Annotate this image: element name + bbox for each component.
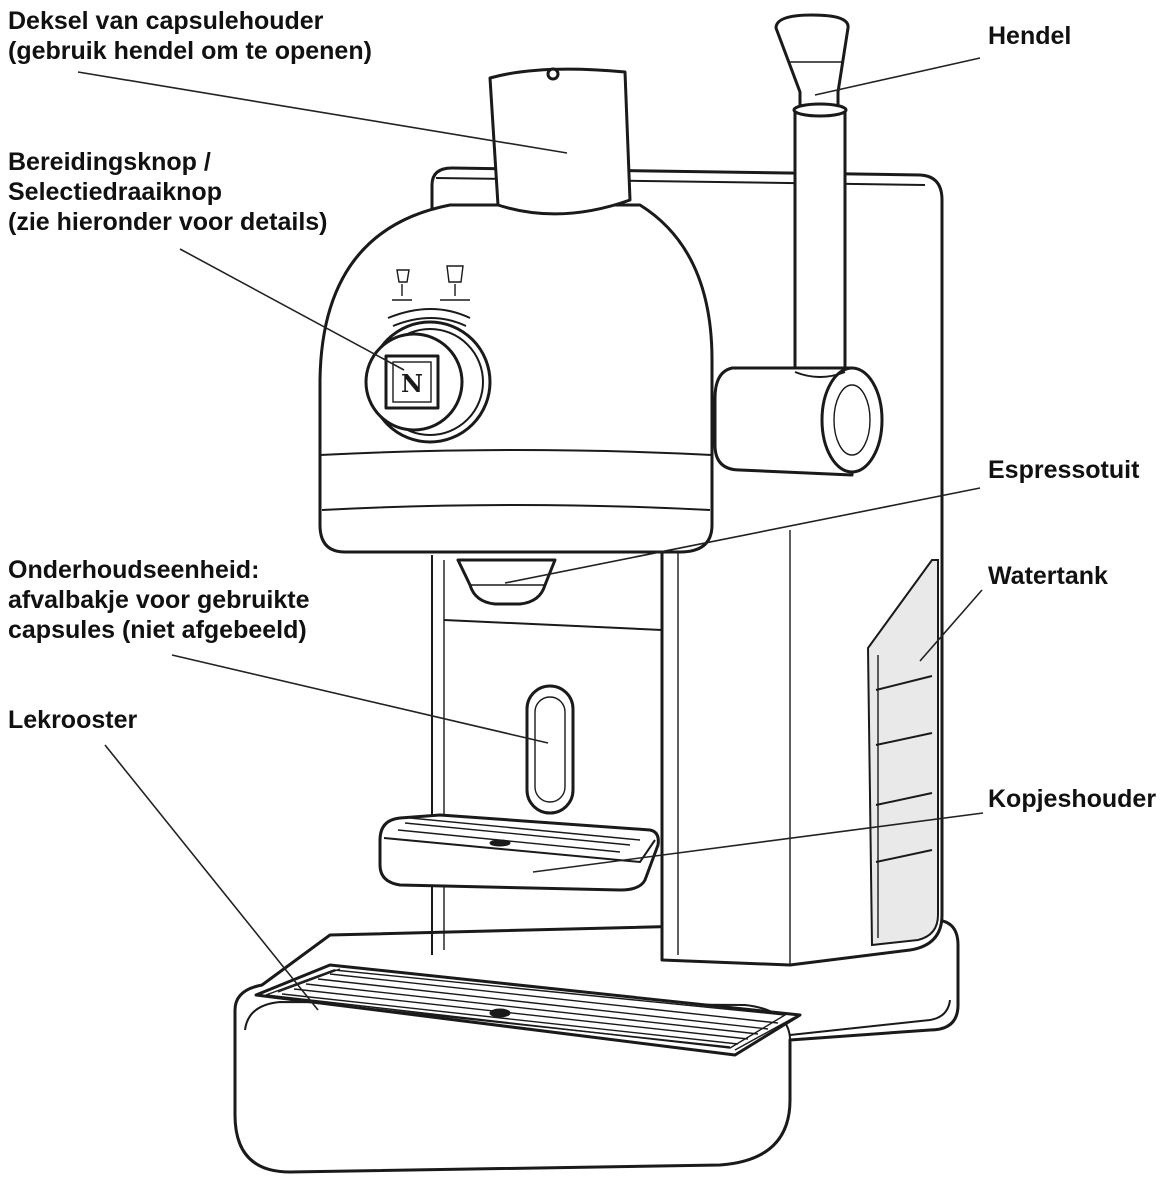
leader-lid bbox=[77, 71, 568, 154]
label-espresso-spout: Espressotuit bbox=[988, 455, 1139, 485]
label-line: (gebruik hendel om te openen) bbox=[8, 37, 372, 65]
lever bbox=[713, 13, 884, 477]
label-line: Kopjeshouder bbox=[988, 785, 1157, 813]
selection-knob bbox=[364, 265, 492, 444]
leader-maintenance bbox=[171, 654, 549, 744]
drip-grid bbox=[277, 968, 796, 1051]
leader-spout bbox=[504, 487, 981, 584]
label-cup-holder: Kopjeshouder bbox=[988, 784, 1156, 814]
label-line: capsules (niet afgebeeld) bbox=[8, 616, 307, 644]
label-drip-grid: Lekrooster bbox=[8, 705, 137, 735]
brew-head bbox=[318, 203, 714, 554]
label-line: Selectiedraaiknop bbox=[8, 178, 222, 206]
nespresso-logo: N bbox=[401, 369, 423, 398]
label-line: Onderhoudseenheid: bbox=[8, 556, 260, 584]
label-line: Watertank bbox=[988, 562, 1108, 590]
label-selection-knob: Bereidingsknop / Selectiedraaiknop (zie … bbox=[8, 147, 328, 237]
capsule-lid bbox=[488, 67, 632, 216]
leader-cup-holder bbox=[532, 812, 984, 873]
label-water-tank: Watertank bbox=[988, 561, 1108, 591]
leader-knob bbox=[179, 248, 405, 371]
label-maintenance-unit: Onderhoudseenheid: afvalbakje voor gebru… bbox=[8, 555, 310, 645]
label-lever: Hendel bbox=[988, 21, 1071, 51]
front-panel bbox=[443, 619, 663, 815]
leader-drip-grid bbox=[104, 744, 319, 1011]
label-line: Hendel bbox=[988, 22, 1072, 50]
leader-lines bbox=[77, 57, 984, 1011]
label-line: Deksel van capsulehouder bbox=[8, 7, 324, 35]
leader-lever bbox=[814, 57, 981, 96]
label-capsule-lid: Deksel van capsulehouder (gebruik hendel… bbox=[8, 6, 372, 66]
label-line: Lekrooster bbox=[8, 706, 138, 734]
label-line: afvalbakje voor gebruikte bbox=[8, 586, 310, 614]
cup-holder bbox=[378, 813, 660, 892]
label-line: Bereidingsknop / bbox=[8, 148, 211, 176]
label-line: Espressotuit bbox=[988, 456, 1140, 484]
leader-water-tank bbox=[919, 589, 983, 662]
water-tank bbox=[866, 559, 939, 947]
label-line: (zie hieronder voor details) bbox=[8, 208, 328, 236]
